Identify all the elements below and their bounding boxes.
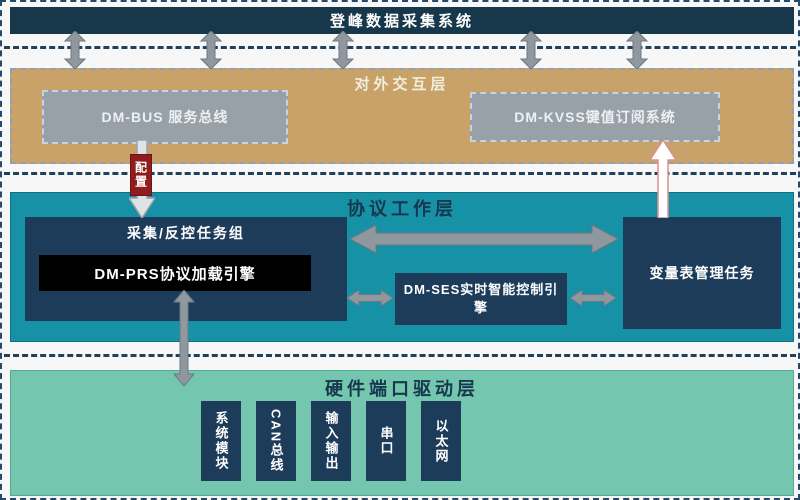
protocol-layer-title: 协议工作层 [347,199,457,219]
module-can-bus: CAN总线 [256,401,296,481]
module-system: 系统模块 [201,401,241,481]
double-arrow-vertical-icon [519,30,543,70]
double-arrow-horizontal-icon [346,289,394,307]
dm-prs-engine-box: DM-PRS协议加载引擎 [39,255,311,291]
dashed-separator-middle [4,172,796,175]
system-title: 登峰数据采集系统 [329,13,474,30]
double-arrow-vertical-large-icon [172,289,196,387]
module-ethernet: 以太网 [421,401,461,481]
dm-kvss-label: DM-KVSS键值订阅系统 [514,109,676,125]
dm-prs-engine-label: DM-PRS协议加载引擎 [94,265,256,283]
protocol-working-layer: 协议工作层 采集/反控任务组 DM-PRS协议加载引擎 DM-SES实时智能控制… [10,192,794,342]
dm-ses-engine-label: DM-SES实时智能控制引擎 [403,282,559,315]
double-arrow-vertical-icon [199,30,223,70]
dm-bus-service-bus-box: DM-BUS 服务总线 [42,90,288,144]
double-arrow-horizontal-icon [569,289,617,307]
task-group-box: 采集/反控任务组 DM-PRS协议加载引擎 [25,217,347,321]
dm-kvss-subscription-box: DM-KVSS键值订阅系统 [470,92,720,142]
double-arrow-vertical-icon [331,30,355,70]
dm-ses-engine-box: DM-SES实时智能控制引擎 [395,273,567,325]
double-arrow-horizontal-large-icon [348,223,620,255]
dashed-separator-bottom [4,354,796,357]
double-arrow-vertical-icon [625,30,649,70]
external-interaction-layer-title: 对外交互层 [354,76,450,93]
config-tag-label: 配置 [133,161,148,189]
module-io: 输入输出 [311,401,351,481]
module-serial-port: 串口 [366,401,406,481]
variable-table-task-box: 变量表管理任务 [623,217,781,329]
double-arrow-vertical-icon [63,30,87,70]
hardware-layer-title: 硬件端口驱动层 [325,379,479,399]
task-group-label: 采集/反控任务组 [127,225,245,241]
variable-table-task-label: 变量表管理任务 [649,265,755,281]
hardware-driver-layer: 硬件端口驱动层 系统模块 CAN总线 输入输出 串口 以太网 [10,370,794,496]
external-interaction-layer: 对外交互层 DM-BUS 服务总线 DM-KVSS键值订阅系统 [10,68,794,164]
config-tag: 配置 [130,154,152,196]
dashed-separator-top [4,46,796,49]
up-arrow-icon [648,138,678,219]
system-title-bar: 登峰数据采集系统 [10,7,794,34]
dm-bus-label: DM-BUS 服务总线 [101,109,229,125]
